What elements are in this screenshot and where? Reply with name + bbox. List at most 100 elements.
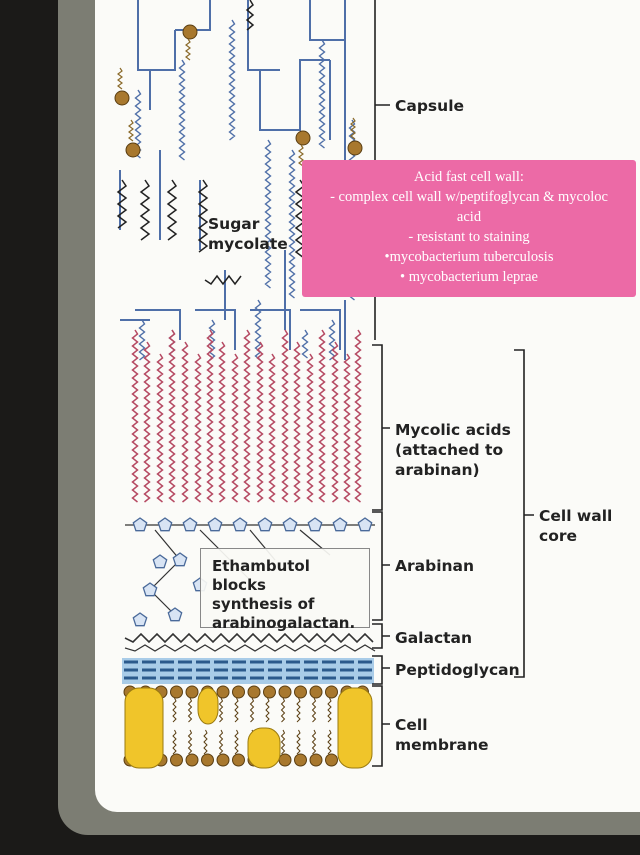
- arabinose-unit-6: [257, 517, 273, 532]
- lipid-tail-top-12: [296, 697, 301, 723]
- mycolic-acid-1: [131, 329, 139, 503]
- blue-chains: [116, 0, 356, 361]
- note-line-3: acid: [456, 209, 482, 225]
- lipid-tail-bottom-7: [218, 729, 224, 755]
- mycolic-acids-line-1: Mycolic acids: [395, 421, 511, 439]
- arabinan-label: Arabinan: [395, 557, 475, 575]
- blue-chain-14: [195, 309, 236, 350]
- mycolic-acid-10: [243, 329, 251, 503]
- lipid-tail-bottom-14: [327, 729, 332, 755]
- membrane-protein-3: [247, 727, 281, 769]
- note-line-1: Acid fast cell wall:: [414, 169, 524, 185]
- mycolic-acid-16: [318, 329, 326, 503]
- cell-membrane-bilayer: [122, 685, 374, 769]
- blue-chain-13: [135, 309, 181, 340]
- capsule-lipid-tail-1: [117, 67, 123, 90]
- lipid-head-bottom-5: [185, 753, 199, 767]
- arabinose-unit-11: [172, 552, 188, 567]
- arabinose-unit-3: [182, 517, 198, 532]
- capsule-lipids: [114, 24, 363, 167]
- lipid-head-bottom-12: [294, 753, 307, 767]
- arabinose-unit-2: [157, 517, 173, 532]
- capsule-lipid-head-5: [347, 140, 363, 156]
- mycolic-acid-12: [268, 353, 276, 503]
- arabinose-unit-12: [142, 582, 158, 597]
- mycolic-acids-label: Mycolic acids (attached to arabinan): [395, 420, 511, 480]
- ethambutol-callout: Ethambutol blocks synthesis of arabinoga…: [200, 548, 370, 632]
- peptidoglycan-band: [122, 658, 374, 684]
- sugar-mycolate-label: Sugar mycolate: [208, 214, 288, 254]
- callout-line-1: Ethambutol blocks: [212, 557, 310, 594]
- lipid-head-bottom-14: [325, 753, 338, 767]
- mycolic-acid-chains: [131, 329, 362, 503]
- lipid-tail-top-14: [327, 697, 332, 723]
- mycolic-acid-14: [293, 341, 301, 503]
- membrane-protein-1: [124, 687, 164, 769]
- cell-wall-core-label: Cell wall core: [539, 506, 612, 546]
- blue-zigzag-13: [328, 319, 336, 361]
- blue-chain-6: [299, 59, 330, 100]
- arabinan-network: [125, 517, 375, 627]
- lipid-head-top-12: [294, 685, 307, 699]
- top-chain: [245, 0, 255, 31]
- blue-chain-4: [247, 0, 280, 71]
- lipid-head-top-11: [278, 685, 292, 699]
- capsule-lipid-head-3: [125, 142, 141, 158]
- blue-zigzag-3: [228, 19, 236, 141]
- arabinose-unit-13: [152, 554, 168, 569]
- capsule-lipid-head-1: [114, 90, 130, 106]
- lipid-head-top-7: [216, 685, 230, 699]
- mycolic-acid-19: [354, 329, 362, 503]
- mycolic-acids-line-3: arabinan): [395, 461, 480, 479]
- galactan-label: Galactan: [395, 629, 473, 647]
- blue-chain-5: [259, 70, 301, 131]
- capsule-lipid-tail-3: [128, 119, 134, 142]
- galactan-wave-2: [124, 644, 376, 652]
- capsule-lipid-tail-4: [298, 144, 304, 167]
- lipid-tail-bottom-11: [280, 729, 286, 755]
- mycolic-acid-13: [281, 329, 289, 503]
- blue-chain-15: [250, 309, 291, 350]
- lipid-tail-top-7: [218, 697, 224, 723]
- acid-fast-note: Acid fast cell wall: - complex cell wall…: [302, 160, 636, 297]
- capsule-lipid-tail-2: [185, 38, 191, 61]
- lipid-tail-top-8: [234, 697, 239, 723]
- lipid-tail-top-10: [265, 697, 270, 723]
- peptidoglycan-layer: [122, 658, 374, 684]
- note-line-4: - resistant to staining: [408, 229, 530, 245]
- lipid-tail-top-13: [311, 697, 317, 723]
- lipid-head-top-9: [247, 685, 261, 699]
- sugar-mycolate-line-2: mycolate: [208, 235, 288, 253]
- lipid-head-bottom-13: [309, 753, 323, 767]
- membrane-protein-4: [337, 687, 373, 769]
- cell-membrane-label: Cell membrane: [395, 715, 489, 755]
- blue-chain-16: [300, 309, 341, 350]
- lipid-head-top-5: [185, 685, 199, 699]
- lipid-tail-bottom-6: [203, 729, 208, 755]
- mycolic-acid-9: [231, 353, 239, 503]
- note-line-6: • mycobacterium leprae: [400, 269, 538, 285]
- capsule-lipid-head-4: [295, 130, 311, 146]
- lipid-head-bottom-6: [201, 753, 214, 767]
- galactan-chain: [124, 632, 376, 652]
- lipid-tail-top-5: [187, 697, 193, 723]
- cell-membrane-line-2: membrane: [395, 736, 489, 754]
- mycolic-acid-4: [168, 329, 176, 503]
- mycolic-acid-5: [181, 341, 189, 503]
- arabinose-unit-9: [332, 517, 348, 532]
- mycolic-acid-17: [331, 341, 339, 503]
- blue-chain-1: [137, 0, 176, 71]
- mycolic-acids-line-2: (attached to: [395, 441, 504, 459]
- mycolic-acid-15: [306, 353, 314, 503]
- sugar-chain-3: [166, 179, 178, 241]
- lipid-tail-top-4: [172, 697, 177, 723]
- mycolic-acid-3: [156, 353, 164, 503]
- mycolic-acid-7: [206, 329, 214, 503]
- galactan-bracket: [372, 623, 390, 649]
- lipid-head-top-8: [232, 685, 245, 699]
- blue-chain-7: [309, 0, 346, 41]
- lipid-head-bottom-4: [170, 753, 183, 767]
- sugar-link: [204, 274, 242, 286]
- arabinose-unit-16: [132, 612, 148, 627]
